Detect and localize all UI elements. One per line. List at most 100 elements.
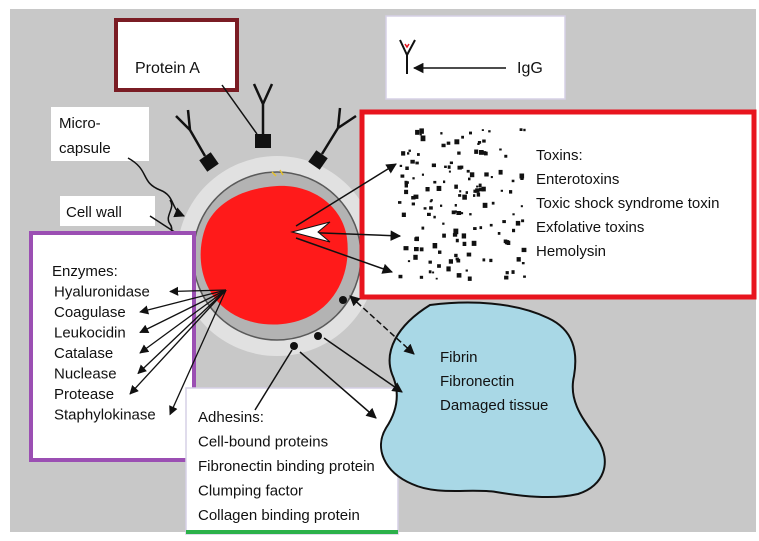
adhesins-list-item: Collagen binding protein [198,507,360,524]
toxin-particle [419,128,424,133]
adhesins-list-item: Fibronectin binding protein [198,458,375,475]
toxin-particle [504,155,507,158]
toxin-particle [429,270,432,273]
toxin-particle [449,171,451,173]
toxin-particle [426,187,430,191]
adhesins-list-item: Clumping factor [198,483,303,500]
toxin-particle [401,175,405,178]
toxin-particle [405,167,409,171]
toxin-particle [483,203,488,208]
toxin-particle [429,261,432,264]
toxin-particle [427,213,431,216]
toxin-particle [489,259,492,262]
toxin-particle [457,273,462,278]
toxin-particle [432,272,434,274]
toxin-particle [492,202,495,205]
toxin-particle [502,220,506,223]
toxin-particle [466,191,468,194]
toxin-particle [437,186,442,191]
toxin-particle [400,165,402,167]
toxin-particle [438,251,441,254]
toxin-particle [402,213,406,217]
toxin-particle [433,216,435,219]
toxin-particle [442,234,446,238]
toxin-particle [456,239,459,243]
toxin-particle [521,219,524,222]
toxin-particle [469,213,471,215]
toxins-list-item: Enterotoxins [536,171,619,188]
protein-a-box [116,20,237,90]
toxin-particle [504,276,508,280]
toxin-particle [440,132,442,134]
toxin-particle [468,277,472,281]
toxin-particle [484,172,488,176]
toxin-particle [437,264,441,268]
toxin-particle [490,224,493,227]
toxin-particle [432,164,436,168]
toxin-particle [405,181,408,185]
toxin-particle [450,162,453,165]
enzymes-list-item: Enzymes: [52,263,118,280]
toxin-particle [449,259,453,264]
toxin-particle [412,177,414,179]
fibrin-list-item: Damaged tissue [440,397,548,414]
toxin-particle [411,196,415,200]
toxin-particle [461,136,464,139]
toxin-particle [442,223,444,225]
toxin-particle [417,153,420,156]
toxins-list-item: Exfolative toxins [536,219,644,236]
toxin-particle [509,190,512,194]
toxin-particle [520,128,523,131]
toxin-particle [404,246,409,250]
toxins-list-item: Toxic shock syndrome toxin [536,195,719,212]
toxins-list-item: Toxins: [536,147,583,164]
toxin-particle [421,136,426,142]
toxin-particle [433,181,436,184]
toxin-particle [473,194,475,197]
toxin-particle [516,221,520,226]
toxin-particle [457,152,460,155]
toxin-particle [470,172,474,177]
toxin-particle [523,276,526,278]
enzymes-list-item: Hyaluronidase [54,284,150,301]
toxin-particle [462,195,467,200]
toxin-particle [505,240,509,244]
toxin-particle [463,242,467,246]
toxin-particle [467,253,472,257]
toxin-particle [440,205,442,207]
toxin-particle [448,165,451,168]
toxin-particle [479,184,482,187]
toxin-particle [469,132,472,135]
toxin-particle [456,258,459,261]
toxin-particle [462,233,466,238]
toxin-particle [430,200,432,202]
toxin-particle [477,143,479,145]
toxin-particle [512,229,515,232]
toxin-particle [454,254,457,257]
cell-interior [201,186,348,325]
toxin-particle [479,188,484,192]
toxin-particle [491,176,493,178]
toxin-particle [472,241,477,246]
toxin-particle [422,227,425,230]
toxin-particle [521,205,523,207]
toxin-particle [512,213,514,215]
toxin-particle [413,255,417,260]
toxin-particle [444,166,447,168]
toxin-particle [454,185,458,189]
enzymes-list-item: Protease [54,386,114,403]
toxin-particle [429,206,433,209]
toxin-particle [420,134,422,136]
toxin-particle [408,260,410,262]
toxin-particle [479,150,484,155]
toxin-particle [501,190,503,192]
toxin-particle [512,270,515,274]
toxin-particle [415,237,419,242]
toxin-particle [488,130,490,132]
toxin-particle [480,226,483,229]
cell-wall-label: Cell wall [66,204,122,221]
toxin-particle [477,193,480,197]
toxin-particle [476,186,478,188]
